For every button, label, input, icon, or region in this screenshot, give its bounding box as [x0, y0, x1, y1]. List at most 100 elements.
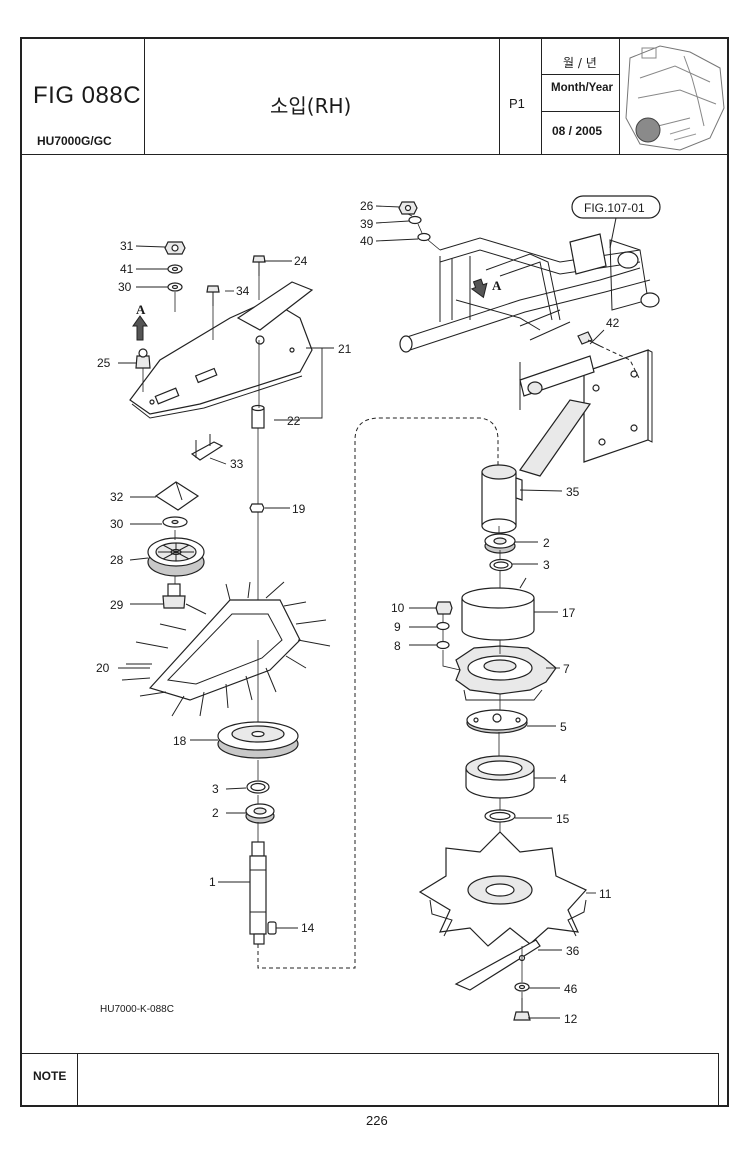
part-22-spacer	[251, 404, 265, 429]
callout-12: 12	[564, 1012, 578, 1026]
callout-39: 39	[360, 217, 374, 231]
part-46-washer	[514, 982, 530, 992]
callout-40: 40	[360, 234, 374, 248]
part-33-bracket	[190, 434, 224, 461]
drawing-code: HU7000-K-088C	[100, 1004, 174, 1015]
model-code: HU7000G/GC	[37, 134, 112, 148]
part-3-snap-ring-left	[246, 780, 270, 794]
note-content-cell	[77, 1053, 719, 1107]
part-39-washer	[408, 215, 422, 225]
callout-35: 35	[566, 485, 580, 499]
part-19-washer	[249, 503, 265, 513]
part-2-bearing-right	[484, 533, 516, 554]
arrow-a-label: A	[136, 302, 146, 317]
page-title: 소입(RH)	[270, 94, 352, 118]
callout-2-left: 2	[212, 806, 219, 820]
part-30-washer-top	[167, 282, 183, 292]
callout-29: 29	[110, 598, 124, 612]
part-25-fitting	[135, 348, 151, 369]
callout-4: 4	[560, 772, 567, 786]
callout-19: 19	[292, 502, 306, 516]
callout-1: 1	[209, 875, 216, 889]
part-35-collar-tube	[481, 464, 523, 534]
date-label-english: Month/Year	[551, 82, 613, 94]
callout-labels: 31 41 30 34 24 25 21 22 33 32 30 19 28 2…	[96, 199, 620, 1026]
callout-9: 9	[394, 620, 401, 634]
part-9-washer	[436, 621, 450, 631]
part-10-nut	[435, 601, 453, 615]
page-number: 226	[366, 1113, 388, 1128]
callout-32: 32	[110, 490, 124, 504]
callout-31: 31	[120, 239, 134, 253]
part-35-bracket-arm	[519, 349, 653, 477]
part-3-snap-ring-right	[489, 558, 513, 572]
part-7-sprocket-gear	[455, 645, 557, 701]
callout-21: 21	[338, 342, 352, 356]
part-28-pulley-wheel	[147, 537, 205, 577]
callout-25: 25	[97, 356, 111, 370]
callout-17: 17	[562, 606, 576, 620]
arrow-a-label-right: A	[492, 278, 502, 293]
part-40-washer	[417, 232, 431, 242]
callout-14: 14	[301, 921, 315, 935]
direction-arrow-a-right: A	[470, 278, 502, 299]
callout-5: 5	[560, 720, 567, 734]
reference-fig-107-01: FIG.107-01	[571, 195, 661, 249]
callout-28: 28	[110, 553, 124, 567]
part-36-scraper-blade	[454, 939, 541, 991]
callout-18: 18	[173, 734, 187, 748]
part-14-key	[267, 921, 277, 935]
part-1-drive-shaft	[249, 841, 267, 945]
callout-30-top: 30	[118, 280, 132, 294]
part-18-hub-flange	[217, 721, 299, 759]
part-21-tine-cover-plate	[129, 281, 314, 419]
part-32-plate	[154, 481, 200, 511]
location-thumbnail	[625, 45, 725, 151]
callout-30-mid: 30	[110, 517, 124, 531]
callout-34: 34	[236, 284, 250, 298]
callout-22: 22	[287, 414, 301, 428]
callout-11: 11	[599, 887, 612, 901]
part-30-washer-mid	[162, 516, 188, 528]
callout-15: 15	[556, 812, 570, 826]
callout-26: 26	[360, 199, 374, 213]
part-11-tine-star	[418, 831, 587, 947]
frame-assembly-reference	[399, 233, 660, 353]
note-label: NOTE	[33, 1069, 67, 1083]
part-26-nut	[398, 201, 418, 215]
callout-42: 42	[606, 316, 620, 330]
part-34-bolt	[206, 285, 220, 306]
callout-3-right: 3	[543, 558, 550, 572]
part-17-sleeve-cover	[461, 577, 535, 641]
leader-lines	[118, 205, 605, 1019]
callout-10: 10	[391, 601, 405, 615]
part-5-flange-plate	[466, 709, 528, 734]
figure-number: FIG 088C	[33, 82, 142, 109]
date-label-korean: 월 / 년	[563, 56, 597, 70]
part-29-shaft-bolt	[162, 583, 186, 609]
thumbnail-machine-sketch	[625, 45, 725, 151]
callout-41: 41	[120, 262, 134, 276]
callout-36: 36	[566, 944, 580, 958]
callout-2-right: 2	[543, 536, 550, 550]
part-2-bearing-left	[245, 803, 275, 824]
direction-arrow-a-left: A	[132, 302, 148, 341]
exploded-parts-diagram: A	[96, 195, 661, 1026]
callout-46: 46	[564, 982, 578, 996]
callout-20: 20	[96, 661, 110, 675]
part-15-snap-clip	[484, 809, 516, 823]
part-31-nut	[164, 241, 186, 255]
part-24-bolt	[252, 255, 266, 276]
part-12-bolt	[513, 998, 531, 1021]
callout-7: 7	[563, 662, 570, 676]
callout-33: 33	[230, 457, 244, 471]
part-20-tine-disk	[121, 581, 331, 717]
part-41-washer	[167, 264, 183, 274]
date-value: 08 / 2005	[552, 124, 603, 138]
callout-8: 8	[394, 639, 401, 653]
part-8-washer	[436, 640, 450, 650]
page-code: P1	[509, 96, 525, 111]
reference-label: FIG.107-01	[584, 201, 645, 215]
part-42-bolt	[577, 331, 601, 347]
callout-24: 24	[294, 254, 308, 268]
